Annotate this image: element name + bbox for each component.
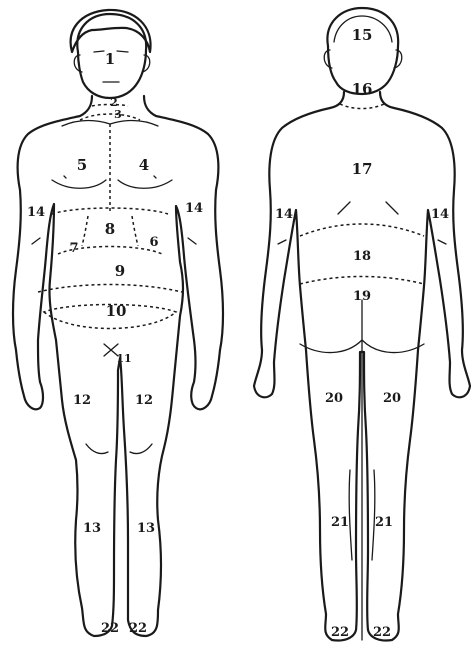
back-waist-line [300, 277, 424, 285]
back-neck-line [340, 104, 384, 109]
back-label-right-calf: 21 [375, 515, 393, 530]
front-belt-line [38, 285, 182, 293]
back-label-neck: 16 [352, 80, 373, 98]
front-body-outline [13, 96, 223, 636]
front-label-throat: 3 [114, 108, 122, 121]
back-upper-back-line [300, 224, 424, 236]
front-elbows [32, 238, 196, 244]
front-label-left-foot: 22 [129, 621, 147, 636]
front-label-left-shin: 13 [137, 521, 155, 536]
front-label-left-chest: 4 [139, 156, 149, 174]
front-upper-abdomen-left [82, 216, 88, 246]
back-elbows [278, 240, 446, 244]
front-label-right-foot: 22 [101, 621, 119, 636]
front-hair [71, 10, 151, 52]
front-label-right-shin: 13 [83, 521, 101, 536]
back-label-lumbar: 19 [353, 289, 371, 304]
back-label-left-calf: 21 [331, 515, 349, 530]
back-label-upper-back: 17 [352, 160, 373, 178]
back-label-right-arm: 14 [431, 207, 449, 222]
back-label-left-foot: 22 [331, 625, 349, 640]
back-label-right-foot: 22 [373, 625, 391, 640]
back-label-left-thigh: 20 [325, 391, 343, 406]
back-label-left-arm: 14 [275, 207, 293, 222]
front-label-right-flank: 7 [69, 241, 78, 256]
back-figure: 15 16 17 18 19 20 20 21 21 14 14 22 22 [254, 8, 470, 641]
back-shoulder-blades [338, 202, 398, 214]
front-pectorals [52, 180, 172, 188]
back-label-lower-back: 18 [353, 249, 371, 264]
front-label-lower-abdomen: 10 [106, 302, 127, 320]
front-label-head: 1 [105, 50, 115, 68]
front-label-left-thigh: 12 [135, 393, 153, 408]
front-knees [86, 444, 152, 454]
front-upper-abdomen-right [132, 216, 138, 246]
back-label-right-thigh: 20 [383, 391, 401, 406]
front-shoulder-line [80, 114, 140, 120]
front-label-right-arm: 14 [27, 205, 45, 220]
front-label-groin: 11 [116, 352, 131, 365]
front-label-right-chest: 5 [77, 156, 87, 174]
front-label-upper-abdomen: 8 [105, 220, 115, 238]
front-figure: 1 2 3 4 5 6 7 8 9 10 11 12 12 13 13 14 1… [13, 10, 223, 636]
front-label-left-arm: 14 [185, 201, 203, 216]
front-label-navel: 9 [115, 262, 125, 280]
back-label-head: 15 [352, 26, 373, 44]
front-nipples [64, 176, 156, 178]
front-label-left-flank: 6 [149, 235, 158, 250]
front-label-right-thigh: 12 [73, 393, 91, 408]
